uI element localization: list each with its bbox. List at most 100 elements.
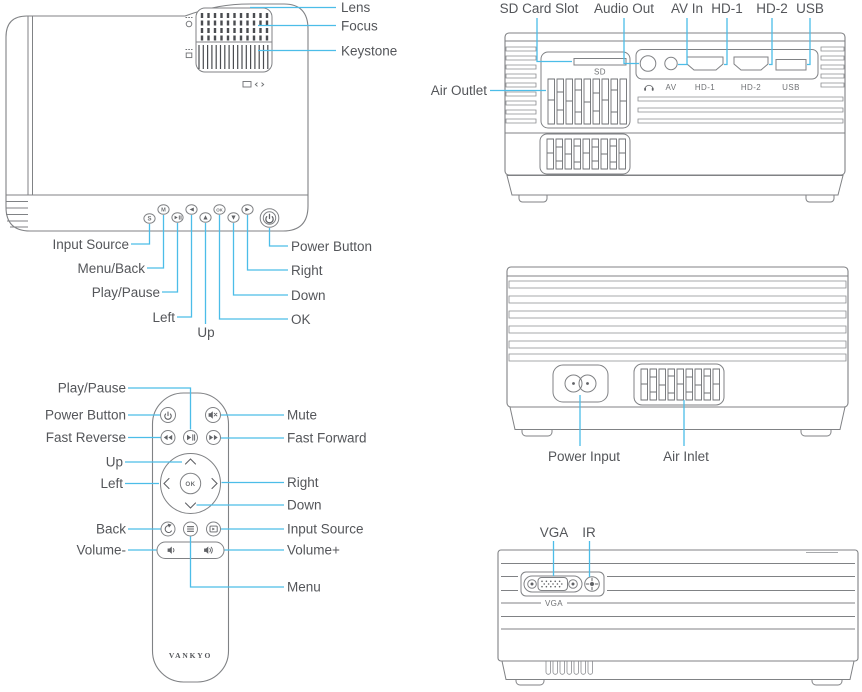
remote-power-label: Power Button bbox=[45, 408, 126, 423]
focus-keystone-dial bbox=[185, 7, 273, 88]
audio-out-label: Audio Out bbox=[594, 1, 654, 16]
remote-volume-plus-label: Volume+ bbox=[287, 543, 340, 558]
hd1-leader bbox=[724, 18, 728, 66]
io-lower-grille bbox=[546, 138, 626, 170]
ok-leader bbox=[218, 215, 288, 320]
power-leader bbox=[268, 228, 288, 247]
remote-control: OK VANKYO bbox=[45, 381, 367, 683]
power-button bbox=[259, 208, 280, 228]
vga-base bbox=[501, 660, 855, 680]
menu-back-button bbox=[157, 204, 170, 215]
dpad-down-arrow bbox=[184, 502, 197, 509]
play-pause-icon bbox=[174, 215, 182, 220]
dpad-right-arrow bbox=[211, 477, 218, 490]
remote-volume-minus-label: Volume- bbox=[76, 543, 126, 558]
ok-button bbox=[213, 204, 226, 215]
left-leader bbox=[177, 215, 193, 318]
lens-label: Lens bbox=[341, 0, 371, 15]
down-arrow-icon bbox=[231, 215, 236, 220]
dpad-up-arrow bbox=[184, 458, 197, 465]
remote-right-label: Right bbox=[287, 475, 319, 490]
hd2-leader bbox=[769, 18, 773, 66]
play-pause-leader bbox=[162, 223, 179, 293]
keystone-icon bbox=[185, 49, 193, 59]
audio-leader bbox=[623, 18, 639, 65]
io-right-slats bbox=[820, 46, 845, 88]
top-view-seams bbox=[6, 16, 308, 228]
air-outlet-label: Air Outlet bbox=[431, 83, 488, 98]
sd-slot-label: SD bbox=[594, 68, 606, 77]
air-inlet-label: Air Inlet bbox=[663, 449, 709, 464]
usb-label: USB bbox=[796, 1, 824, 16]
hd2-port bbox=[733, 56, 769, 71]
remote-dpad: OK bbox=[160, 453, 221, 514]
input-source-leader bbox=[131, 224, 151, 245]
remote-fast-forward-button bbox=[206, 430, 221, 445]
remote-mute-label: Mute bbox=[287, 408, 317, 423]
remote-fast-reverse-button bbox=[160, 430, 176, 445]
vga-port-panel bbox=[520, 571, 605, 597]
power-label: Power Button bbox=[291, 239, 372, 254]
headphone-icon bbox=[644, 84, 654, 91]
control-panel: S M OK bbox=[143, 204, 280, 228]
dpad-ring bbox=[160, 453, 221, 514]
input-source-button bbox=[143, 213, 156, 224]
air-inlet bbox=[633, 363, 725, 406]
vga-connector bbox=[527, 577, 578, 591]
io-lid-line bbox=[505, 40, 845, 134]
hd1-port-label: HD-1 bbox=[695, 83, 715, 92]
power-input-label: Power Input bbox=[548, 449, 620, 464]
menu-back-button-glyph: M bbox=[161, 208, 166, 214]
input-source-label: Input Source bbox=[52, 237, 129, 252]
hd1-label: HD-1 bbox=[711, 1, 743, 16]
rear-feet bbox=[521, 429, 832, 437]
remote-input-source-button bbox=[206, 521, 221, 537]
air-outlet-grille bbox=[547, 78, 627, 125]
input-source-icon bbox=[209, 525, 218, 533]
menu-back-leader bbox=[147, 215, 165, 269]
usb-port bbox=[775, 59, 807, 71]
power-button-inner bbox=[262, 211, 277, 225]
down-button bbox=[227, 212, 240, 223]
remote-play-pause-leader bbox=[128, 387, 192, 430]
focus-icon bbox=[185, 17, 193, 28]
slide-direction-icon bbox=[242, 81, 265, 88]
down-leader bbox=[232, 223, 288, 296]
rear-base bbox=[509, 406, 846, 430]
remote-up-label: Up bbox=[106, 455, 123, 470]
io-mid-slats bbox=[637, 96, 844, 124]
vga-port-label: VGA bbox=[545, 599, 563, 608]
vga-ridges bbox=[501, 563, 855, 630]
remote-left-label: Left bbox=[100, 476, 123, 491]
play-pause-label: Play/Pause bbox=[92, 285, 160, 300]
play-pause-button bbox=[171, 212, 184, 223]
right-arrow-icon bbox=[245, 207, 250, 212]
up-label: Up bbox=[197, 325, 214, 340]
right-leader bbox=[246, 215, 288, 271]
usb-port-label: USB bbox=[782, 83, 800, 92]
remote-back-button bbox=[160, 521, 176, 537]
remote-fast-forward-label: Fast Forward bbox=[287, 431, 367, 446]
vga-feet bbox=[515, 679, 843, 686]
sd-card-slot bbox=[573, 58, 627, 66]
remote-down-label: Down bbox=[287, 498, 322, 513]
rear-slats bbox=[508, 280, 847, 362]
ok-label: OK bbox=[291, 312, 311, 327]
left-label: Left bbox=[152, 310, 175, 325]
remote-fast-reverse-label: Fast Reverse bbox=[46, 430, 126, 445]
focus-label: Focus bbox=[341, 19, 378, 34]
av-leader bbox=[678, 18, 688, 66]
input-source-button-glyph: S bbox=[147, 217, 151, 223]
remote-menu-leader bbox=[189, 536, 284, 588]
ok-button-glyph: OK bbox=[216, 207, 223, 212]
menu-icon bbox=[186, 526, 195, 532]
keystone-label: Keystone bbox=[341, 44, 397, 59]
focus-wheel-texture bbox=[200, 13, 269, 41]
remote-menu-label: Menu bbox=[287, 580, 321, 595]
vga-label: VGA bbox=[540, 525, 569, 540]
usb-leader bbox=[807, 18, 811, 66]
left-button bbox=[185, 204, 198, 215]
av-in-jack bbox=[664, 56, 678, 71]
menu-back-label: Menu/Back bbox=[77, 261, 145, 276]
